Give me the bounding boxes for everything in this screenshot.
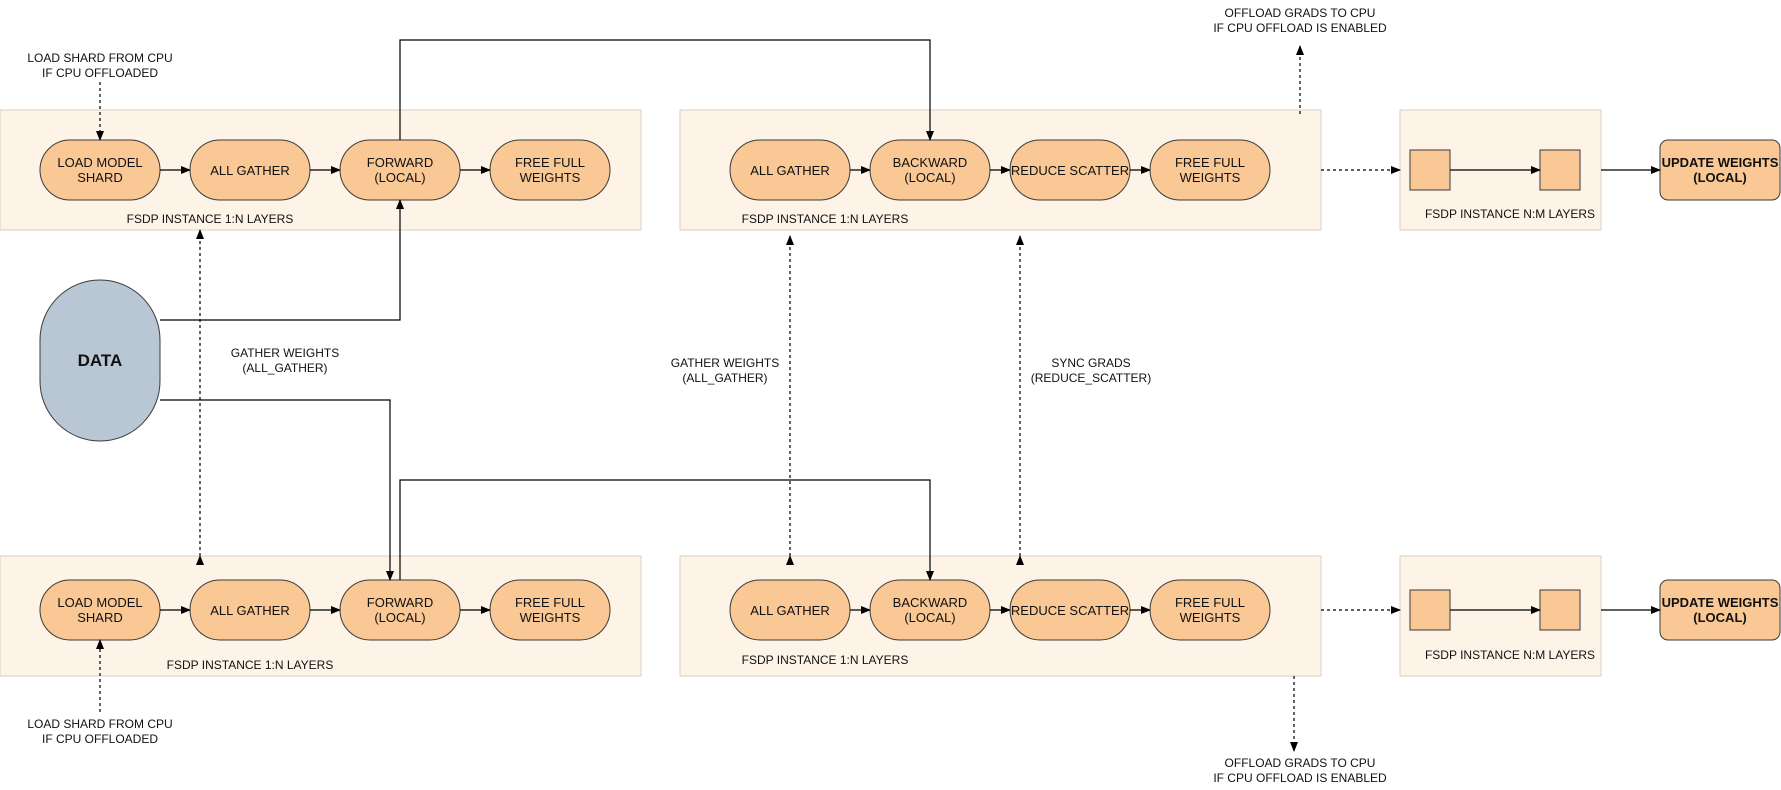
top-update-label-2: (LOCAL) [1693, 170, 1746, 185]
gather-weights-bwd-line-1: GATHER WEIGHTS [671, 356, 779, 370]
top-reduce-scatter-node: REDUCE SCATTER [1009, 139, 1131, 201]
bottom-forward-container-label: FSDP INSTANCE 1:N LAYERS [167, 658, 334, 672]
bottom-backward-label-2: (LOCAL) [904, 610, 955, 625]
top-free-full-label-2: WEIGHTS [520, 170, 581, 185]
top-free-full-weights-node: FREE FULL WEIGHTS [489, 139, 611, 201]
bottom-forward-label-1: FORWARD [367, 595, 433, 610]
top-nm-square-1 [1409, 149, 1451, 191]
bottom-forward-to-backward-connector [399, 479, 934, 581]
top-offload-note-line-2: IF CPU OFFLOAD IS ENABLED [1213, 21, 1387, 35]
bottom-forward-label-2: (LOCAL) [374, 610, 425, 625]
bottom-free-full-label-1: FREE FULL [515, 595, 585, 610]
gather-weights-fwd-line-1: GATHER WEIGHTS [231, 346, 339, 360]
bottom-load-note-line-1: LOAD SHARD FROM CPU [27, 717, 172, 731]
data-to-bottom-forward-connector [160, 399, 394, 581]
bottom-free-full-weights-node: FREE FULL WEIGHTS [489, 579, 611, 641]
bottom-backward-node: BACKWARD (LOCAL) [869, 579, 991, 641]
bottom-bwd-free-full-label-2: WEIGHTS [1180, 610, 1241, 625]
bottom-backward-container-label: FSDP INSTANCE 1:N LAYERS [742, 653, 909, 667]
top-forward-to-backward-connector [399, 39, 934, 141]
top-bwd-all-gather-node: ALL GATHER [729, 139, 851, 201]
top-backward-container-label: FSDP INSTANCE 1:N LAYERS [742, 212, 909, 226]
top-backward-label-2: (LOCAL) [904, 170, 955, 185]
top-load-note-line-1: LOAD SHARD FROM CPU [27, 51, 172, 65]
bottom-update-label-2: (LOCAL) [1693, 610, 1746, 625]
bottom-update-label-1: UPDATE WEIGHTS [1662, 595, 1779, 610]
top-backward-label-1: BACKWARD [893, 155, 968, 170]
top-forward-node: FORWARD (LOCAL) [339, 139, 461, 201]
bottom-nm-square-2 [1539, 589, 1581, 631]
top-forward-container-label: FSDP INSTANCE 1:N LAYERS [127, 212, 294, 226]
top-nm-container-label: FSDP INSTANCE N:M LAYERS [1425, 207, 1595, 221]
top-backward-node: BACKWARD (LOCAL) [869, 139, 991, 201]
bottom-update-weights-node: UPDATE WEIGHTS (LOCAL) [1659, 579, 1781, 641]
bottom-reduce-scatter-label: REDUCE SCATTER [1011, 603, 1129, 618]
gather-weights-bwd-line-2: (ALL_GATHER) [682, 371, 767, 385]
top-nm-square-2 [1539, 149, 1581, 191]
bottom-reduce-scatter-node: REDUCE SCATTER [1009, 579, 1131, 641]
top-bwd-all-gather-label: ALL GATHER [750, 163, 829, 178]
data-node-label: DATA [78, 351, 123, 370]
top-reduce-scatter-label: REDUCE SCATTER [1011, 163, 1129, 178]
bottom-free-full-label-2: WEIGHTS [520, 610, 581, 625]
top-update-label-1: UPDATE WEIGHTS [1662, 155, 1779, 170]
gather-weights-fwd-line-2: (ALL_GATHER) [242, 361, 327, 375]
top-load-model-shard-node: LOAD MODEL SHARD [39, 139, 161, 201]
bottom-load-model-shard-node: LOAD MODEL SHARD [39, 579, 161, 641]
bottom-all-gather-node: ALL GATHER [189, 579, 311, 641]
bottom-load-note-line-2: IF CPU OFFLOADED [42, 732, 158, 746]
top-forward-label-2: (LOCAL) [374, 170, 425, 185]
top-bwd-free-full-label-2: WEIGHTS [1180, 170, 1241, 185]
sync-grads-line-1: SYNC GRADS [1051, 356, 1130, 370]
bottom-load-model-label-1: LOAD MODEL [57, 595, 142, 610]
top-free-full-label-1: FREE FULL [515, 155, 585, 170]
top-offload-note-line-1: OFFLOAD GRADS TO CPU [1225, 6, 1376, 20]
bottom-bwd-free-full-label-1: FREE FULL [1175, 595, 1245, 610]
data-node [39, 279, 161, 442]
bottom-offload-note-line-2: IF CPU OFFLOAD IS ENABLED [1213, 771, 1387, 785]
bottom-bwd-free-full-weights-node: FREE FULL WEIGHTS [1149, 579, 1271, 641]
bottom-nm-square-1 [1409, 589, 1451, 631]
top-all-gather-node: ALL GATHER [189, 139, 311, 201]
bottom-all-gather-label: ALL GATHER [210, 603, 289, 618]
sync-grads-line-2: (REDUCE_SCATTER) [1031, 371, 1151, 385]
top-bwd-free-full-label-1: FREE FULL [1175, 155, 1245, 170]
top-load-model-label-1: LOAD MODEL [57, 155, 142, 170]
bottom-offload-note-line-1: OFFLOAD GRADS TO CPU [1225, 756, 1376, 770]
bottom-backward-label-1: BACKWARD [893, 595, 968, 610]
bottom-nm-container-label: FSDP INSTANCE N:M LAYERS [1425, 648, 1595, 662]
top-all-gather-label: ALL GATHER [210, 163, 289, 178]
bottom-bwd-all-gather-node: ALL GATHER [729, 579, 851, 641]
bottom-bwd-all-gather-label: ALL GATHER [750, 603, 829, 618]
top-forward-label-1: FORWARD [367, 155, 433, 170]
data-to-top-forward-connector [160, 199, 404, 321]
top-update-weights-node: UPDATE WEIGHTS (LOCAL) [1659, 139, 1781, 201]
top-load-model-label-2: SHARD [77, 170, 123, 185]
bottom-load-model-label-2: SHARD [77, 610, 123, 625]
top-bwd-free-full-weights-node: FREE FULL WEIGHTS [1149, 139, 1271, 201]
top-load-note-line-2: IF CPU OFFLOADED [42, 66, 158, 80]
bottom-forward-node: FORWARD (LOCAL) [339, 579, 461, 641]
